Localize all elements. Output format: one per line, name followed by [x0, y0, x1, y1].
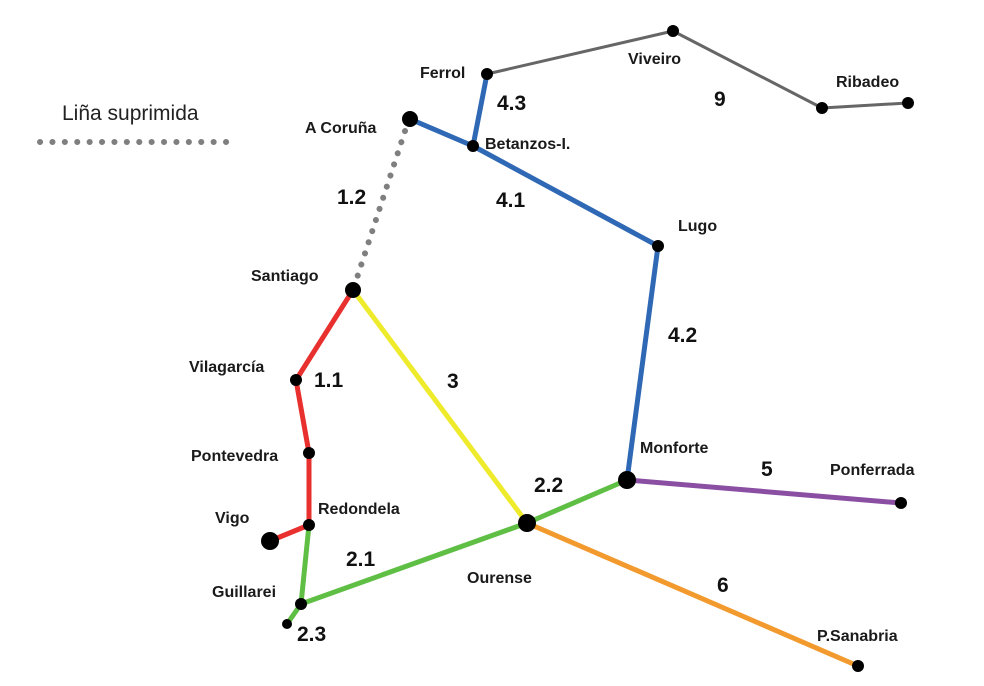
label-pontevedra: Pontevedra — [191, 448, 278, 465]
station-dot-ourense — [518, 514, 536, 532]
station-dot-pontevedra — [303, 447, 315, 459]
line-label-2-1: 2.1 — [346, 548, 376, 571]
line-6-segment — [524, 520, 861, 669]
label-ferrol: Ferrol — [420, 65, 465, 82]
label-monforte: Monforte — [640, 440, 709, 457]
station-dot-ponferrada — [895, 497, 907, 509]
station-dot-lugo — [652, 240, 664, 252]
station-dot-betanzos — [467, 140, 479, 152]
station-dot-ribadeo-junction — [816, 102, 828, 114]
line-4-2-segment — [624, 243, 661, 483]
label-santiago: Santiago — [251, 268, 319, 285]
label-lugo: Lugo — [678, 218, 717, 235]
label-vigo: Vigo — [215, 510, 250, 527]
label-a-coruna: A Coruña — [305, 120, 377, 137]
line-1-2-suppressed — [350, 128, 408, 293]
station-dot-a-coruna — [402, 111, 418, 127]
station-dot-line-2-3-end — [282, 619, 292, 629]
station-labels: Ferrol Viveiro Ribadeo A Coruña Betanzos… — [189, 51, 915, 645]
station-dot-vilagarcia — [290, 374, 302, 386]
line-label-1-1: 1.1 — [314, 369, 344, 392]
line-label-5: 5 — [761, 458, 773, 481]
station-dot-ferrol — [481, 68, 493, 80]
line-label-6: 6 — [717, 574, 729, 597]
line-label-4-2: 4.2 — [668, 324, 697, 347]
line-label-3: 3 — [447, 370, 459, 393]
label-ponferrada: Ponferrada — [830, 462, 915, 479]
label-ourense: Ourense — [467, 570, 532, 587]
label-ribadeo: Ribadeo — [836, 74, 899, 91]
label-vilagarcia: Vilagarcía — [189, 359, 264, 376]
station-dot-p-sanabria — [852, 660, 864, 672]
line-2-2-segment — [524, 477, 630, 526]
station-dot-santiago — [345, 282, 361, 298]
stations — [261, 25, 914, 672]
line-label-4-1: 4.1 — [496, 189, 526, 212]
line-label-4-3: 4.3 — [497, 92, 526, 115]
line-5-segment — [624, 477, 904, 506]
label-betanzos: Betanzos-I. — [485, 136, 570, 153]
line-label-2-2: 2.2 — [534, 474, 563, 497]
label-redondela: Redondela — [318, 501, 400, 518]
line-labels: 4.3 9 4.1 1.2 4.2 1.1 3 2.2 5 2.1 6 2.3 — [297, 88, 773, 646]
station-dot-monforte — [618, 471, 636, 489]
station-dot-ribadeo — [902, 97, 914, 109]
line-2-1-segment — [298, 520, 530, 607]
legend: Liña suprimida — [37, 102, 235, 145]
line-label-9: 9 — [714, 88, 726, 111]
station-dot-viveiro — [667, 25, 679, 37]
station-dot-vigo — [261, 532, 279, 550]
station-dot-redondela — [303, 519, 315, 531]
label-viveiro: Viveiro — [628, 51, 681, 68]
line-3-segment — [350, 287, 530, 526]
label-guillarei: Guillarei — [212, 584, 276, 601]
line-label-2-3: 2.3 — [297, 623, 326, 646]
legend-suppressed-label: Liña suprimida — [62, 102, 199, 125]
label-p-sanabria: P.Sanabria — [817, 628, 898, 645]
station-dot-guillarei — [295, 598, 307, 610]
line-4-3-segment — [470, 71, 490, 149]
line-9-segment — [485, 29, 910, 110]
line-label-1-2: 1.2 — [337, 186, 366, 209]
